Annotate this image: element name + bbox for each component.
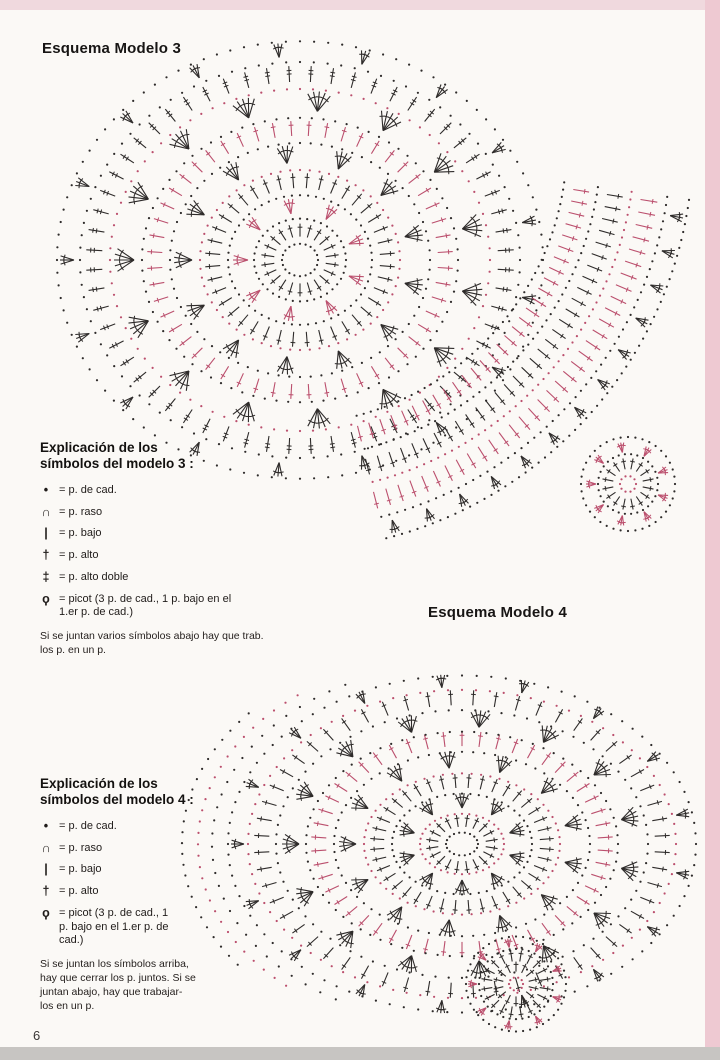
- crochet-chart-model-4: [180, 674, 698, 1033]
- legend-label: = p. raso: [59, 841, 103, 854]
- legend-row-picot: ϙ = picot (3 p. de cad., 1 p. bajo en el…: [40, 905, 178, 948]
- slip-stitch-symbol: ∩: [41, 504, 51, 519]
- legend-label: = picot (3 p. de cad., 1 p. bajo en el 1…: [59, 592, 232, 619]
- model-3-legend-rows: • = p. de cad. ∩ = p. raso | = p. bajo †…: [40, 482, 272, 621]
- legend-label: = p. de cad.: [59, 483, 117, 496]
- legend-row-treble-crochet: ‡ = p. alto doble: [40, 569, 272, 585]
- model-4-legend: Explicación de los símbolos del modelo 4…: [40, 776, 208, 1014]
- legend-label: = p. raso: [59, 505, 103, 518]
- legend-row-picot: ϙ = picot (3 p. de cad., 1 p. bajo en el…: [40, 591, 245, 621]
- model-3-legend: Explicación de los símbolos del modelo 3…: [40, 440, 272, 658]
- model-3-note: Si se juntan varios símbolos abajo hay q…: [40, 630, 264, 656]
- legend-row-double-crochet: † = p. alto: [40, 884, 208, 899]
- legend-label: = p. alto: [59, 885, 99, 898]
- model-4-note: Si se juntan los símbolos arriba, hay qu…: [40, 958, 196, 1012]
- page-number: 6: [33, 1028, 41, 1043]
- legend-label: = picot (3 p. de cad., 1 p. bajo en el 1…: [59, 906, 169, 947]
- legend-label: = p. de cad.: [59, 819, 117, 832]
- model-4-legend-title-line1: Explicación de los: [40, 776, 158, 791]
- legend-row-double-crochet: † = p. alto: [40, 548, 272, 563]
- page-edge-right: [705, 0, 720, 1060]
- chain-stitch-symbol: •: [43, 482, 49, 497]
- legend-row-single-crochet: | = p. bajo: [40, 527, 272, 541]
- picot-symbol: ϙ: [42, 905, 50, 920]
- legend-label: = p. bajo: [59, 863, 102, 876]
- model-4-legend-rows: • = p. de cad. ∩ = p. raso | = p. bajo †…: [40, 818, 208, 948]
- legend-label: = p. alto: [59, 549, 99, 562]
- picot-symbol: ϙ: [42, 591, 50, 606]
- model-3-legend-title-line2: símbolos del modelo 3 :: [40, 455, 194, 471]
- legend-row-slip-stitch: ∩ = p. raso: [40, 504, 272, 520]
- chain-stitch-symbol: •: [43, 818, 49, 833]
- treble-crochet-symbol: ‡: [42, 569, 50, 584]
- page-edge-bottom: [0, 1047, 720, 1060]
- legend-row-chain-stitch: • = p. de cad.: [40, 482, 272, 498]
- crochet-chart-model-3: [55, 40, 691, 540]
- single-crochet-symbol: |: [44, 526, 48, 541]
- single-crochet-symbol: |: [44, 862, 48, 877]
- legend-label: = p. bajo: [59, 527, 102, 540]
- legend-row-slip-stitch: ∩ = p. raso: [40, 840, 208, 856]
- double-crochet-symbol: †: [42, 548, 50, 563]
- model-3-title: Esquema Modelo 3: [42, 40, 182, 57]
- double-crochet-symbol: †: [42, 884, 50, 899]
- model-4-title: Esquema Modelo 4: [428, 604, 568, 621]
- slip-stitch-symbol: ∩: [41, 840, 51, 855]
- model-4-legend-title-line2: símbolos del modelo 4 :: [40, 791, 194, 807]
- model-3-legend-title-line1: Explicación de los: [40, 440, 158, 455]
- page-edge-top: [0, 0, 720, 10]
- legend-label: = p. alto doble: [59, 570, 129, 583]
- legend-row-single-crochet: | = p. bajo: [40, 863, 208, 877]
- legend-row-chain-stitch: • = p. de cad.: [40, 818, 208, 834]
